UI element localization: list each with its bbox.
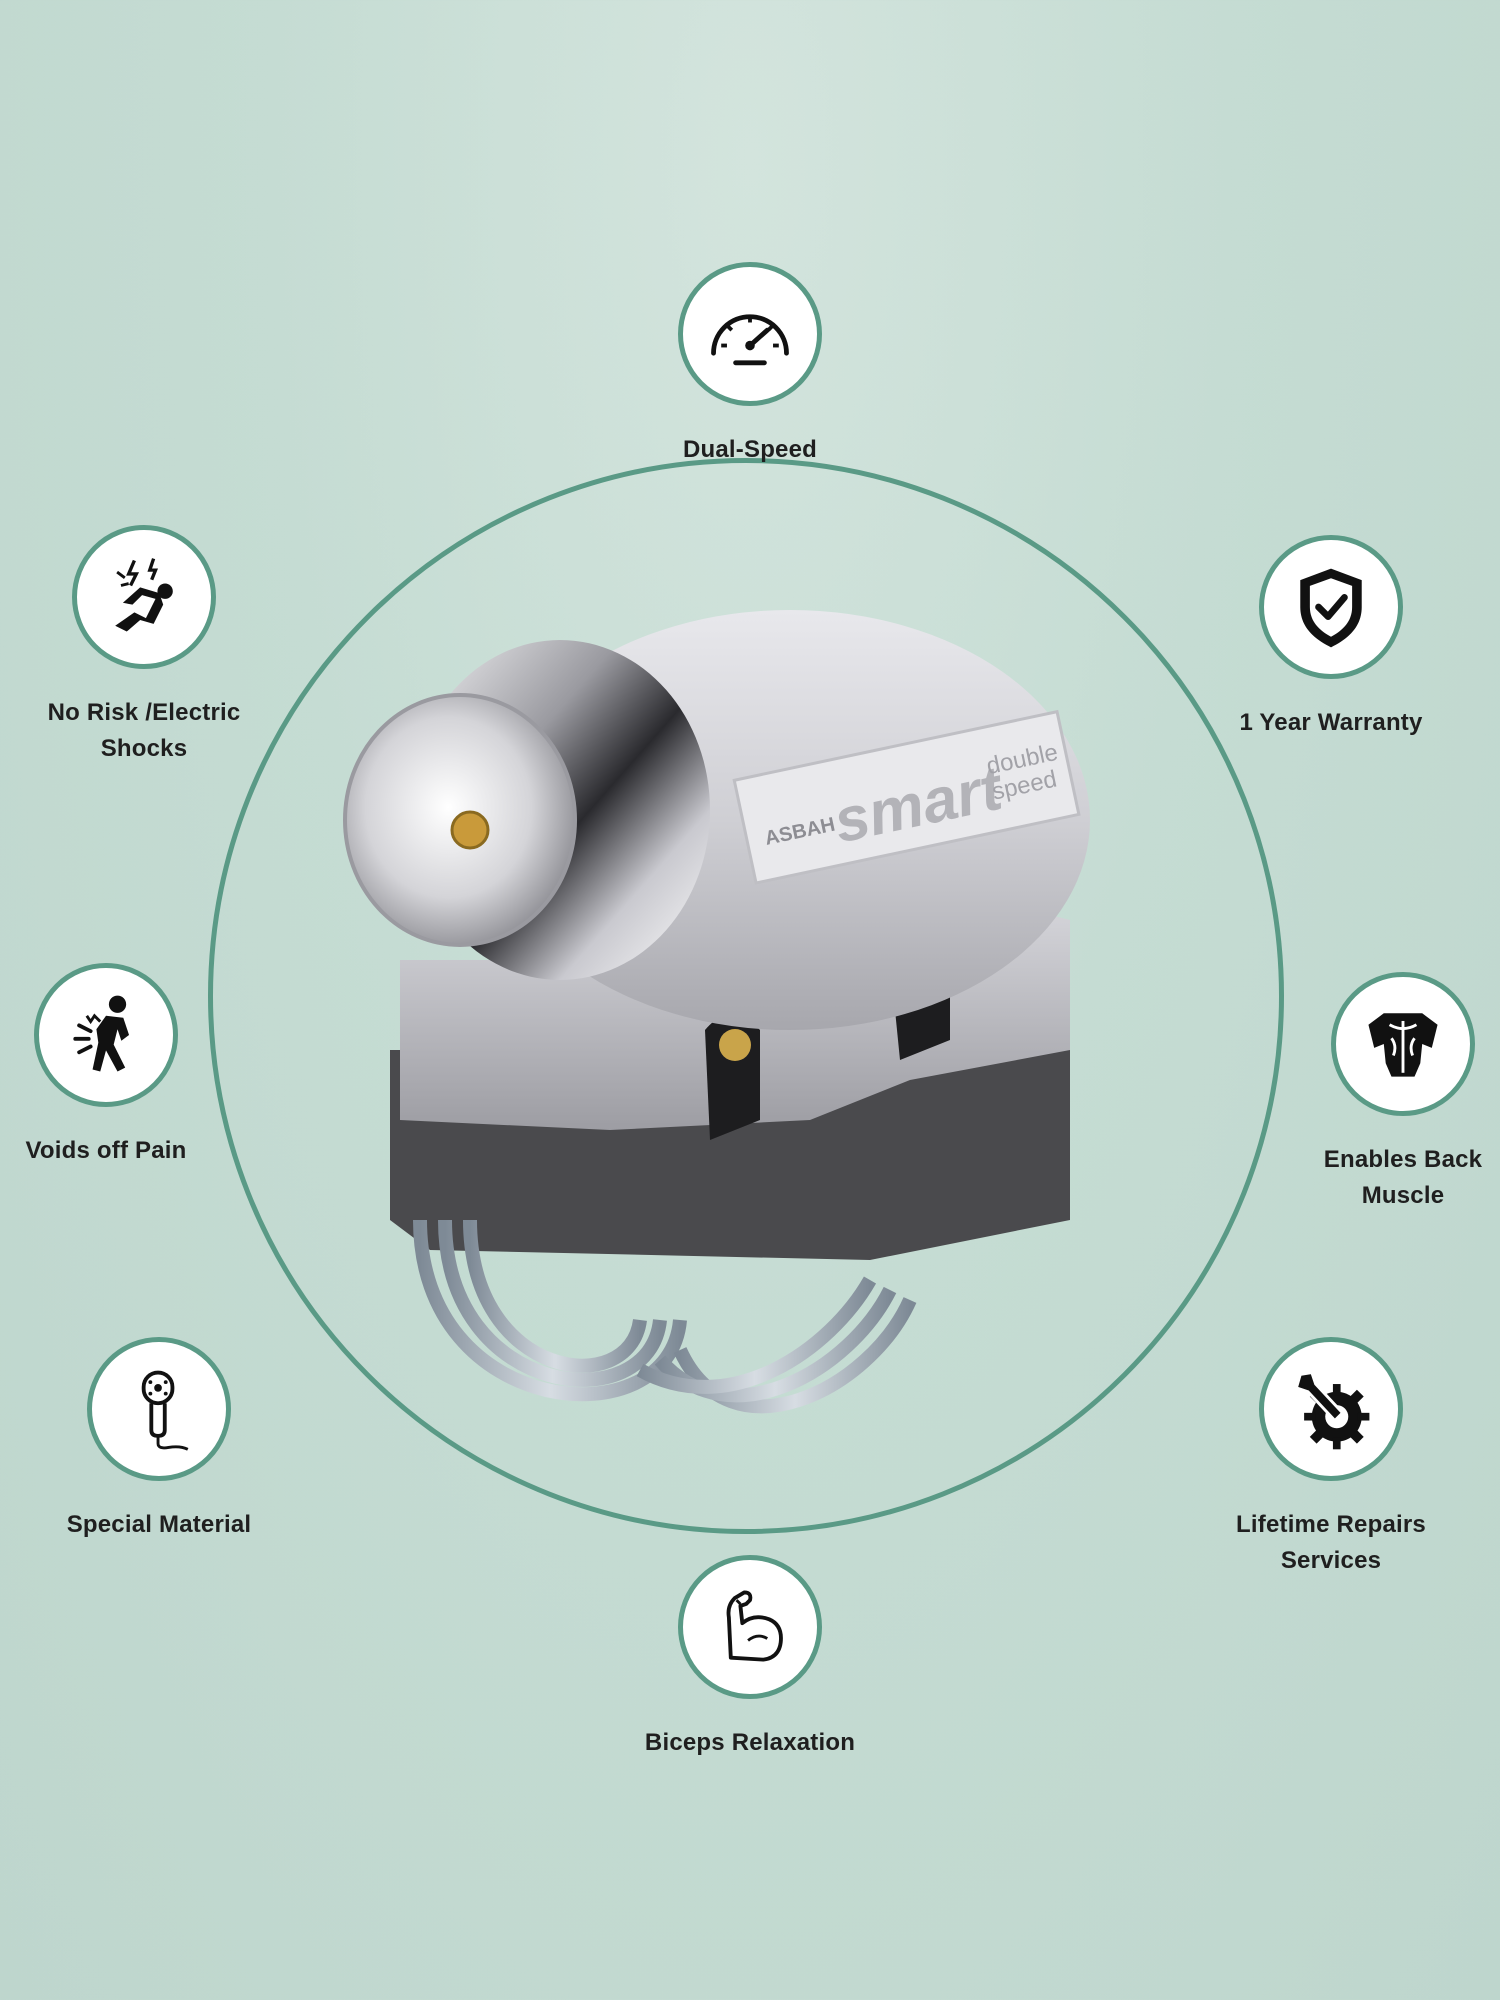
center-screw — [450, 810, 490, 850]
electric-shock-icon — [115, 558, 173, 632]
feature-label: Dual-Speed — [682, 436, 818, 463]
feature-lifetime-repairs: Lifetime Repairs Services — [1181, 1337, 1481, 1579]
speedometer-icon — [711, 314, 789, 366]
feature-circle — [1331, 972, 1475, 1116]
feature-voids-pain: Voids off Pain — [0, 963, 256, 1169]
feature-circle — [72, 525, 216, 669]
massager-machine: ASBAH smart double speed — [343, 610, 1090, 1414]
feature-label: Special Material — [66, 1511, 252, 1538]
feature-circle — [678, 1555, 822, 1699]
feature-special-material: Special Material — [9, 1337, 309, 1543]
massager-icon — [141, 1370, 189, 1451]
feature-dual-speed: Dual-Speed — [600, 262, 900, 468]
feature-circle — [678, 262, 822, 406]
feature-circle — [1259, 1337, 1403, 1481]
biceps-icon — [726, 1590, 783, 1662]
shield-check-icon — [1300, 568, 1362, 648]
massager-product-image: ASBAH smart double speed — [310, 560, 1190, 1440]
back-muscle-icon — [1368, 1013, 1438, 1077]
feature-circle — [34, 963, 178, 1107]
feature-label: Lifetime Repairs Services — [1236, 1511, 1426, 1574]
back-pain-icon — [73, 995, 130, 1072]
feature-label: 1 Year Warranty — [1239, 709, 1423, 736]
repair-gear-icon — [1294, 1370, 1370, 1450]
feature-back-muscle: Enables Back Muscle — [1253, 972, 1500, 1214]
feature-no-risk: No Risk /Electric Shocks — [0, 525, 294, 767]
feature-label: Biceps Relaxation — [644, 1729, 856, 1756]
feature-biceps: Biceps Relaxation — [600, 1555, 900, 1761]
feature-label: Enables Back Muscle — [1323, 1146, 1483, 1209]
feature-label: Voids off Pain — [25, 1137, 187, 1164]
feature-label: No Risk /Electric Shocks — [47, 699, 241, 762]
feature-warranty: 1 Year Warranty — [1181, 535, 1481, 741]
spring-straps — [413, 1219, 917, 1414]
feature-circle — [1259, 535, 1403, 679]
central-ring — [208, 458, 1284, 1534]
feature-circle — [87, 1337, 231, 1481]
